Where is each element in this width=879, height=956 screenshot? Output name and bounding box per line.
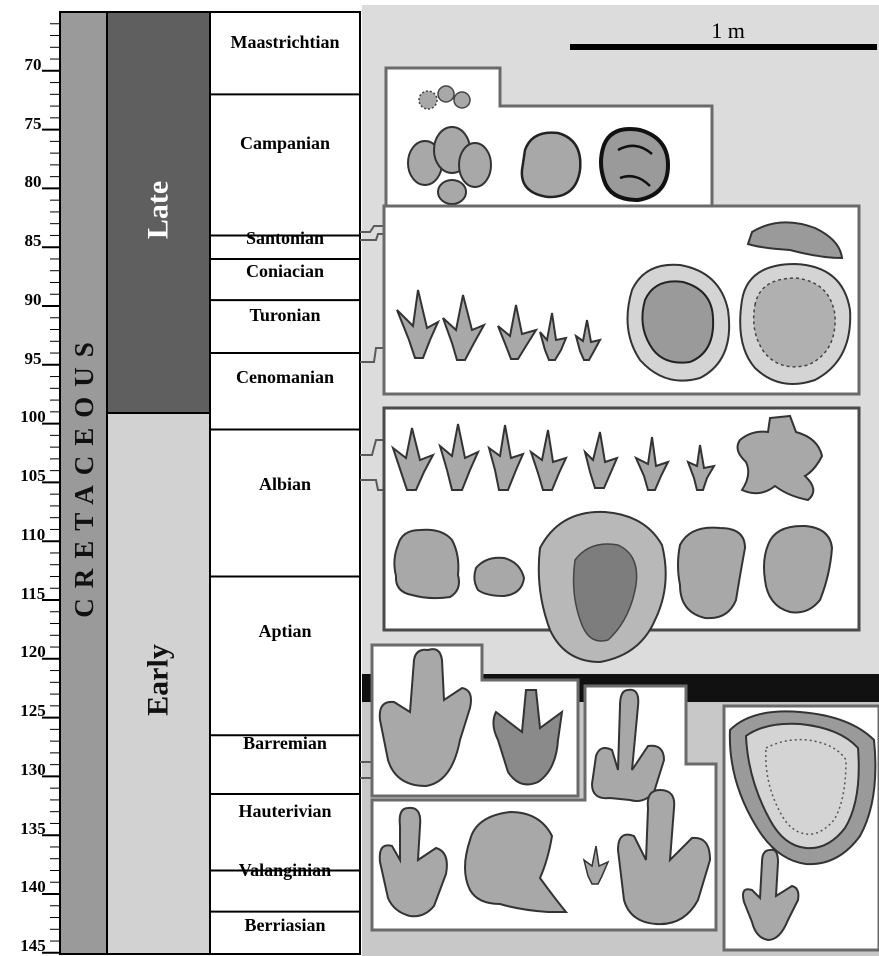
trilobed-footprint <box>601 129 668 200</box>
tick-label-100: 100 <box>20 407 46 426</box>
large-rounded-footprint-core <box>642 281 713 362</box>
tick-label-145: 145 <box>20 936 46 955</box>
panel-albian <box>384 408 859 662</box>
stage-label-aptian: Aptian <box>258 621 311 641</box>
tick-label-130: 130 <box>20 760 46 779</box>
footprint-lobe <box>459 143 491 187</box>
small-manus-footprint <box>474 558 524 596</box>
stage-label-turonian: Turonian <box>249 305 320 325</box>
epoch-early-label: Early <box>142 644 175 716</box>
rounded-footprint <box>522 133 580 197</box>
stage-label-hauterivian: Hauterivian <box>239 801 332 821</box>
large-oval-footprint-core <box>754 278 835 367</box>
stage-label-santonian: Santonian <box>246 228 324 248</box>
panel-berriasian-right <box>724 706 879 950</box>
stage-label-valanginian: Valanginian <box>239 860 331 880</box>
footprint-lobe <box>438 180 466 204</box>
tick-label-95: 95 <box>25 349 42 368</box>
tick-label-115: 115 <box>21 584 46 603</box>
epoch-late-label: Late <box>142 181 175 239</box>
panel-cenomanian <box>384 206 859 394</box>
stage-label-maastrichtian: Maastrichtian <box>231 32 340 52</box>
tick-label-75: 75 <box>25 114 42 133</box>
tick-label-105: 105 <box>20 466 46 485</box>
time-scale: CRETACEOUS Late Early Maastrichtian Camp… <box>8 12 360 955</box>
stage-label-albian: Albian <box>259 474 311 494</box>
small-footprint-digit <box>419 91 437 109</box>
stage-label-campanian: Campanian <box>240 133 330 153</box>
tick-label-90: 90 <box>25 290 42 309</box>
tick-label-80: 80 <box>25 172 42 191</box>
tick-label-120: 120 <box>20 642 46 661</box>
manus-footprint <box>394 530 459 598</box>
stage-label-barremian: Barremian <box>243 733 327 753</box>
period-label: CRETACEOUS <box>69 332 99 618</box>
tick-label-140: 140 <box>20 877 46 896</box>
tick-label-85: 85 <box>25 231 42 250</box>
stage-label-berriasian: Berriasian <box>245 915 326 935</box>
stage-label-coniacian: Coniacian <box>246 261 324 281</box>
stage-label-cenomanian: Cenomanian <box>236 367 334 387</box>
tick-label-70: 70 <box>25 55 42 74</box>
tick-label-125: 125 <box>20 701 46 720</box>
small-footprint-digit <box>438 86 454 102</box>
scale-bar-label: 1 m <box>711 18 745 43</box>
small-footprint-digit <box>454 92 470 108</box>
tick-label-110: 110 <box>21 525 46 544</box>
tick-label-135: 135 <box>20 819 46 838</box>
